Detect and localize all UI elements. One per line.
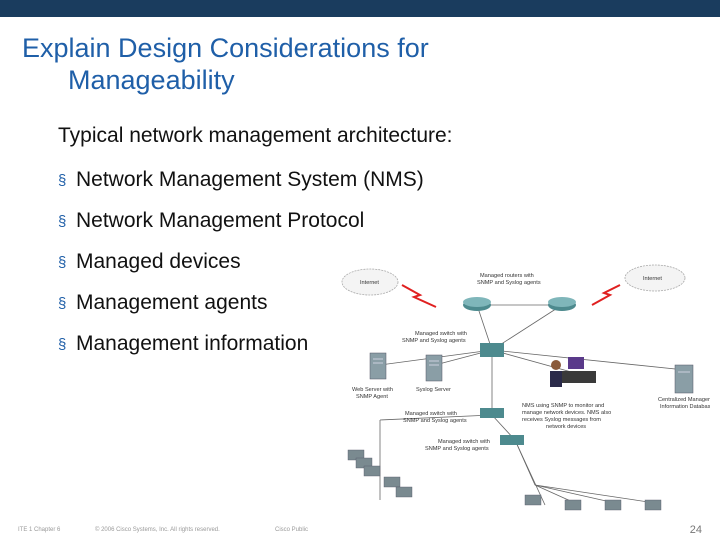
lightning-right-icon xyxy=(591,284,621,306)
bullet-text: Management agents xyxy=(76,291,268,314)
internet-right-label: Internet xyxy=(643,276,662,282)
bullet-item: § Network Management Protocol xyxy=(58,209,424,250)
bullet-marker-icon: § xyxy=(58,254,67,271)
footer-course: ITE 1 Chapter 6 xyxy=(18,527,61,533)
bullet-text: Management information xyxy=(76,332,309,355)
title-line-2: Manageability xyxy=(68,65,235,95)
bullet-item: § Management agents xyxy=(58,291,424,332)
bullet-marker-icon: § xyxy=(58,172,67,189)
bullet-text: Managed devices xyxy=(76,250,241,273)
bullet-item: § Managed devices xyxy=(58,250,424,291)
switch-mid-label: Managed switch with SNMP and Syslog agen… xyxy=(403,411,467,424)
bullet-item: § Network Management System (NMS) xyxy=(58,168,424,209)
router-right-icon xyxy=(548,297,576,311)
title-line-1: Explain Design Considerations for xyxy=(22,33,429,63)
internet-left-label: Internet xyxy=(360,280,379,286)
nms-label: NMS using SNMP to monitor and manage net… xyxy=(522,403,613,430)
web-server-icon xyxy=(369,352,387,380)
page-number: 24 xyxy=(689,524,702,536)
bullet-marker-icon: § xyxy=(58,213,67,230)
switch-bottom-icon xyxy=(500,435,524,445)
routers-label: Managed routers with SNMP and Syslog age… xyxy=(477,273,541,286)
bullet-marker-icon: § xyxy=(58,336,67,353)
router-left-icon xyxy=(463,297,491,311)
pc-cluster-left-icon xyxy=(347,449,413,498)
bullet-marker-icon: § xyxy=(58,295,67,312)
intro-text: Typical network management architecture: xyxy=(58,124,453,147)
bullet-item: § Management information xyxy=(58,332,424,373)
footer-copyright: © 2006 Cisco Systems, Inc. All rights re… xyxy=(95,527,220,533)
slide-title: Explain Design Considerations for Manage… xyxy=(22,32,429,96)
nms-workstation-icon xyxy=(550,357,596,387)
bullet-text: Network Management System (NMS) xyxy=(76,168,424,191)
switch-bottom-label: Managed switch with SNMP and Syslog agen… xyxy=(425,439,492,452)
lightning-left-icon xyxy=(401,284,437,308)
web-server-label: Web Server with SNMP Agent xyxy=(352,387,395,400)
switch-top-icon xyxy=(480,343,504,357)
footer-classification: Cisco Public xyxy=(275,527,309,533)
switch-top-label: Managed switch with SNMP and Syslog agen… xyxy=(402,331,469,344)
top-bar xyxy=(0,0,720,17)
bullet-list: § Network Management System (NMS) § Networ… xyxy=(58,168,424,373)
internet-cloud-left-icon: Internet xyxy=(341,268,399,296)
database-server-icon xyxy=(674,364,694,394)
switch-mid-icon xyxy=(480,408,504,418)
internet-cloud-right-icon: Internet xyxy=(624,264,686,292)
syslog-server-icon xyxy=(425,354,443,382)
bullet-text: Network Management Protocol xyxy=(76,209,365,232)
network-diagram: Internet Internet Managed routers with S… xyxy=(341,264,710,511)
db-label: Centralized Management Information Datab… xyxy=(658,397,710,410)
syslog-server-label: Syslog Server xyxy=(416,387,451,393)
pc-cluster-bottom-icon xyxy=(524,494,662,511)
